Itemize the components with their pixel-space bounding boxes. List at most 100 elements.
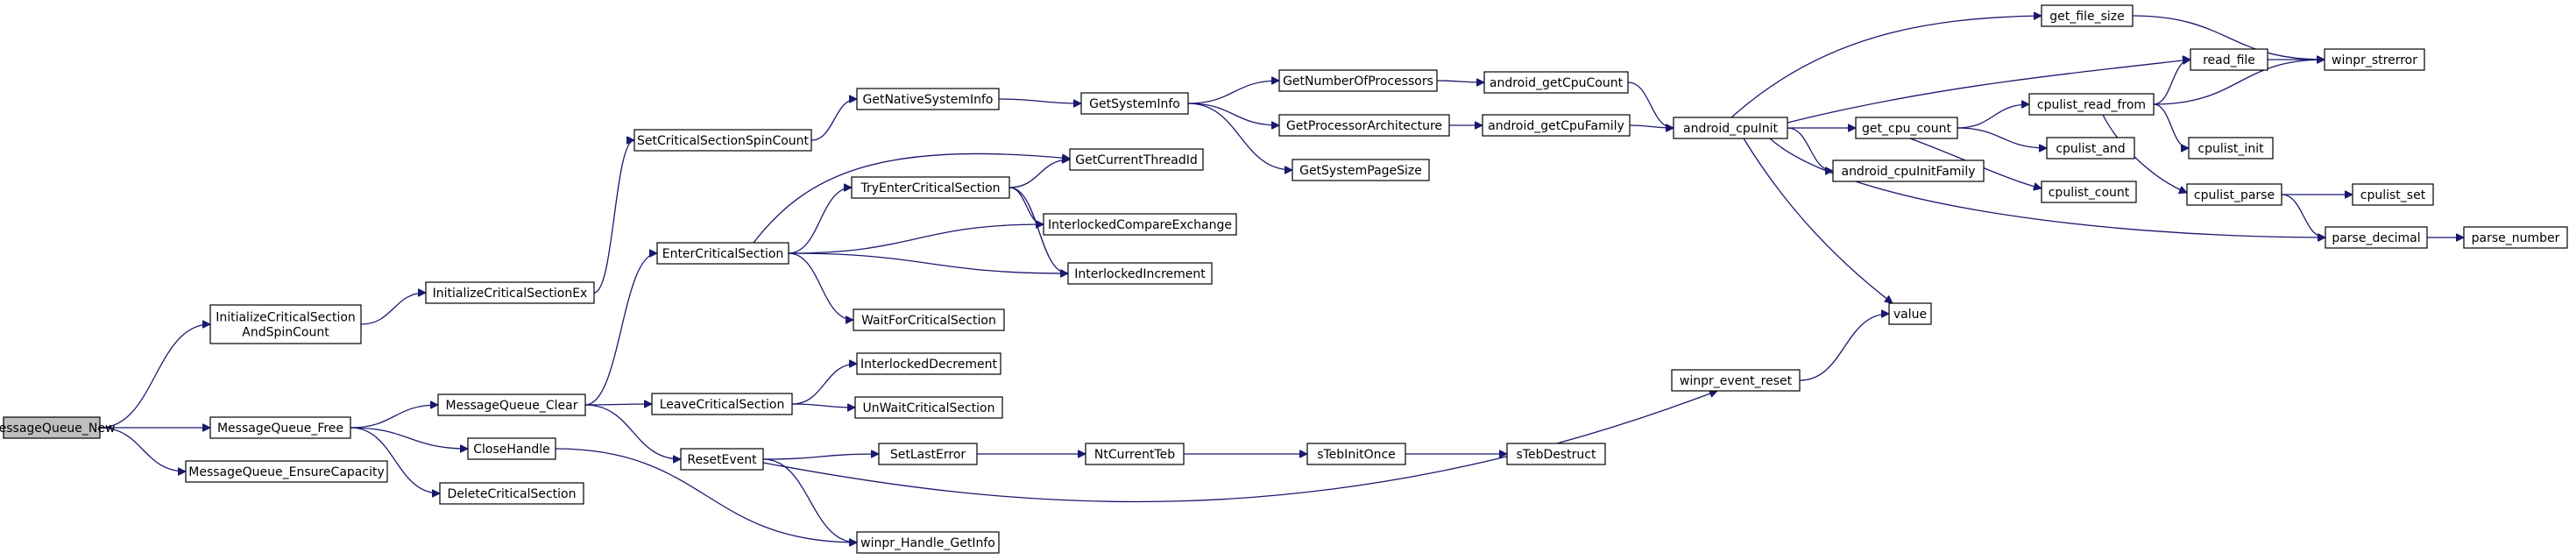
edge-get-system-info-to-get-system-page-size xyxy=(1187,103,1292,170)
node-read-file[interactable]: read_file xyxy=(2190,48,2268,71)
node-try-enter-critical-section[interactable]: TryEnterCriticalSection xyxy=(851,176,1010,199)
node-label: MessageQueue_Clear xyxy=(446,399,578,413)
node-message-queue-ensure-capacity[interactable]: MessageQueue_EnsureCapacity xyxy=(185,460,388,483)
edge-message-queue-clear-to-reset-event xyxy=(584,404,681,459)
node-box xyxy=(2028,93,2155,116)
node-label: get_cpu_count xyxy=(1862,122,1951,136)
node-box xyxy=(2186,183,2282,206)
node-label: parse_number xyxy=(2472,231,2560,245)
edge-initialize-critical-section-and-spin-count-to-initialize-critical-section-ex xyxy=(360,293,426,325)
edge-enter-critical-section-to-try-enter-critical-section xyxy=(788,188,852,254)
node-get-file-size[interactable]: get_file_size xyxy=(2041,4,2134,27)
edge-get-cpu-count-to-cpulist-read-from xyxy=(1957,104,2029,129)
node-un-wait-critical-section[interactable]: UnWaitCriticalSection xyxy=(854,396,1003,419)
edge-message-queue-clear-to-leave-critical-section xyxy=(584,404,652,405)
node-winpr-strerror[interactable]: winpr_strerror xyxy=(2324,48,2425,71)
node-get-number-of-processors[interactable]: GetNumberOfProcessors xyxy=(1278,69,1438,92)
node-box xyxy=(1506,443,1606,465)
node-wait-for-critical-section[interactable]: WaitForCriticalSection xyxy=(853,308,1005,331)
edge-enter-critical-section-to-interlocked-compare-exchange xyxy=(788,224,1044,254)
node-label: GetNativeSystemInfo xyxy=(863,93,994,107)
node-cpulist-init[interactable]: cpulist_init xyxy=(2188,137,2274,159)
node-delete-critical-section[interactable]: DeleteCriticalSection xyxy=(439,482,584,505)
node-label: android_cpuInit xyxy=(1683,122,1778,136)
node-box xyxy=(425,281,595,304)
node-message-queue-free[interactable]: MessageQueue_Free xyxy=(209,416,351,439)
node-cpulist-and[interactable]: cpulist_and xyxy=(2046,137,2135,159)
node-enter-critical-section[interactable]: EnterCriticalSection xyxy=(656,242,789,265)
edge-set-critical-section-spin-count-to-get-native-system-info xyxy=(810,99,858,141)
node-label: android_getCpuCount xyxy=(1490,76,1624,90)
node-label: EnterCriticalSection xyxy=(662,247,784,261)
node-interlocked-increment[interactable]: InterlockedIncrement xyxy=(1067,262,1213,285)
node-interlocked-decrement[interactable]: InterlockedDecrement xyxy=(856,352,1001,375)
edge-android-get-cpu-family-to-android-cpu-init xyxy=(1629,125,1674,128)
node-box xyxy=(2324,48,2425,71)
node-cpulist-parse[interactable]: cpulist_parse xyxy=(2186,183,2282,206)
node-value[interactable]: value xyxy=(1888,302,1932,325)
edge-get-cpu-count-to-cpulist-and xyxy=(1957,127,2047,148)
node-label: SetLastError xyxy=(890,448,966,462)
node-set-critical-section-spin-count[interactable]: SetCriticalSectionSpinCount xyxy=(633,129,812,152)
edge-winpr-event-reset-to-value xyxy=(1799,314,1889,381)
node-label: GetSystemPageSize xyxy=(1299,164,1422,178)
node-get-native-system-info[interactable]: GetNativeSystemInfo xyxy=(856,88,1000,110)
edge-cpulist-parse-to-parse-decimal xyxy=(2281,194,2326,237)
node-get-system-page-size[interactable]: GetSystemPageSize xyxy=(1292,159,1430,181)
node-parse-decimal[interactable]: parse_decimal xyxy=(2325,226,2428,249)
node-box xyxy=(1832,159,1985,182)
edge-cpulist-read-from-to-winpr-strerror xyxy=(2153,60,2325,105)
edge-reset-event-to-winpr-handle-get-info xyxy=(762,458,857,542)
node-box xyxy=(856,352,1001,375)
node-android-cpu-init-family[interactable]: android_cpuInitFamily xyxy=(1832,159,1985,182)
node-box xyxy=(439,482,584,505)
node-get-system-info[interactable]: GetSystemInfo xyxy=(1080,92,1189,115)
node-label: cpulist_count xyxy=(2049,186,2130,200)
node-message-queue-new[interactable]: MessageQueue_New xyxy=(0,416,115,439)
node-cpulist-read-from[interactable]: cpulist_read_from xyxy=(2028,93,2155,116)
edge-try-enter-critical-section-to-get-current-thread-id xyxy=(1008,159,1070,188)
node-box xyxy=(2190,48,2268,71)
edge-get-native-system-info-to-get-system-info xyxy=(998,98,1081,103)
node-label: get_file_size xyxy=(2049,10,2124,24)
node-parse-number[interactable]: parse_number xyxy=(2463,226,2568,249)
node-winpr-handle-get-info[interactable]: winpr_Handle_GetInfo xyxy=(856,531,1000,554)
node-box xyxy=(633,129,812,152)
node-cpulist-set[interactable]: cpulist_set xyxy=(2352,183,2434,206)
node-box xyxy=(1085,443,1185,465)
node-interlocked-compare-exchange[interactable]: InterlockedCompareExchange xyxy=(1043,213,1237,236)
node-reset-event[interactable]: ResetEvent xyxy=(680,448,764,471)
node-s-teb-init-once[interactable]: sTebInitOnce xyxy=(1306,443,1406,465)
node-android-cpu-init[interactable]: android_cpuInit xyxy=(1673,117,1788,139)
node-cpulist-count[interactable]: cpulist_count xyxy=(2041,181,2137,203)
edge-enter-critical-section-to-wait-for-critical-section xyxy=(788,252,853,320)
node-initialize-critical-section-ex[interactable]: InitializeCriticalSectionEx xyxy=(425,281,595,304)
node-set-last-error[interactable]: SetLastError xyxy=(878,443,978,465)
node-nt-current-teb[interactable]: NtCurrentTeb xyxy=(1085,443,1185,465)
node-android-get-cpu-count[interactable]: android_getCpuCount xyxy=(1483,71,1629,94)
edge-cpulist-read-from-to-read-file xyxy=(2153,60,2191,105)
edge-message-queue-new-to-message-queue-ensure-capacity xyxy=(99,427,186,471)
node-box xyxy=(680,448,764,471)
node-android-get-cpu-family[interactable]: android_getCpuFamily xyxy=(1482,114,1631,137)
edge-leave-critical-section-to-un-wait-critical-section xyxy=(791,403,855,408)
node-close-handle[interactable]: CloseHandle xyxy=(467,437,556,460)
node-get-processor-architecture[interactable]: GetProcessorArchitecture xyxy=(1278,114,1450,137)
node-label: sTebInitOnce xyxy=(1317,448,1396,462)
node-s-teb-destruct[interactable]: sTebDestruct xyxy=(1506,443,1606,465)
node-label: read_file xyxy=(2203,53,2255,67)
node-get-current-thread-id[interactable]: GetCurrentThreadId xyxy=(1069,148,1204,171)
node-get-cpu-count[interactable]: get_cpu_count xyxy=(1855,117,1958,139)
edge-close-handle-to-winpr-handle-get-info xyxy=(555,448,857,542)
edge-android-get-cpu-count-to-android-cpu-init xyxy=(1627,82,1674,128)
node-box xyxy=(437,393,586,416)
edge-enter-critical-section-to-get-current-thread-id xyxy=(753,152,1070,244)
node-message-queue-clear[interactable]: MessageQueue_Clear xyxy=(437,393,586,416)
node-label: ResetEvent xyxy=(687,453,757,467)
node-winpr-event-reset[interactable]: winpr_event_reset xyxy=(1671,369,1801,392)
node-box xyxy=(1080,92,1189,115)
node-leave-critical-section[interactable]: LeaveCriticalSection xyxy=(651,393,793,415)
node-box xyxy=(1673,117,1788,139)
node-label: GetProcessorArchitecture xyxy=(1286,119,1442,133)
